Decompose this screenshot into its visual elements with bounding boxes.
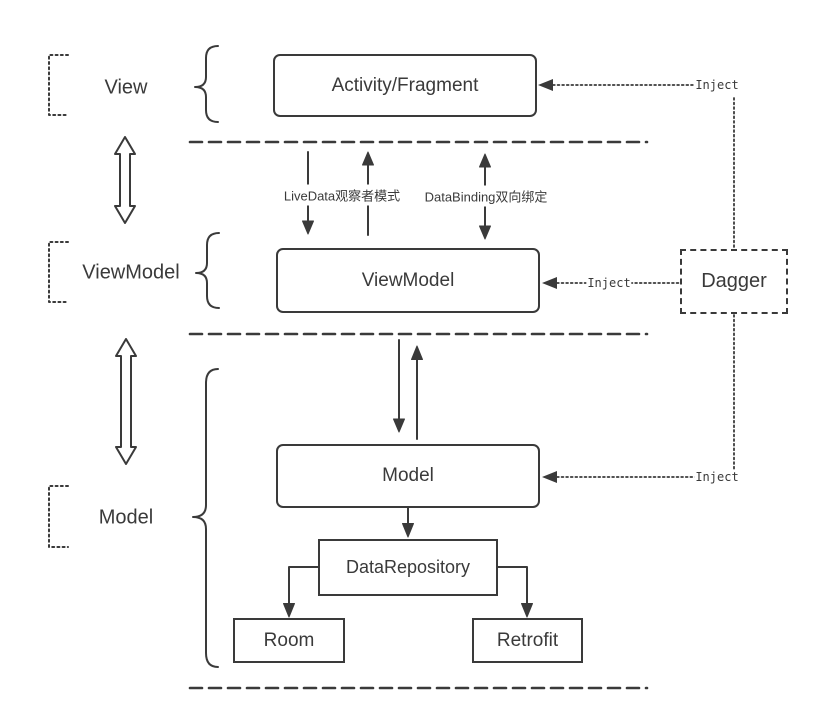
inject-line-dagger-to-activity [538,79,735,249]
sync-arrow-view-viewmodel-icon [114,136,136,224]
inject-line-dagger-to-model [542,314,735,483]
layer-bracket-viewmodel-icon [48,241,69,303]
inject-label-model: Inject [694,470,740,484]
box-retrofit: Retrofit [472,618,583,663]
layer-brace-model-icon [192,368,219,668]
arrow-model-to-viewmodel [411,345,423,440]
layer-brace-viewmodel-icon [195,232,220,309]
box-activity-fragment-label: Activity/Fragment [331,74,479,96]
box-room: Room [233,618,345,663]
box-viewmodel-label: ViewModel [361,269,455,291]
arrow-datarepository-to-retrofit [497,566,533,618]
box-retrofit-label: Retrofit [496,629,559,651]
layer-brace-view-icon [194,45,219,123]
layer-label-viewmodel: ViewModel [82,261,180,284]
arrow-model-to-datarepository [402,507,414,538]
layer-label-model: Model [98,506,154,529]
arrow-viewmodel-to-model [393,339,405,433]
box-model-label: Model [382,465,434,486]
box-model: Model [276,444,540,508]
sync-arrow-viewmodel-model-icon [115,338,137,465]
inject-label-viewmodel: Inject [586,276,632,290]
layer-label-view: View [104,76,148,99]
box-dagger-label: Dagger [701,270,767,292]
layer-bracket-view-icon [48,54,69,116]
arrow-datarepository-to-room [283,566,319,618]
edge-label-databinding: DataBinding双向绑定 [422,185,550,207]
arrow-databinding-bidirectional [479,153,491,240]
box-dagger: Dagger [680,249,788,314]
inject-label-activity: Inject [694,78,740,92]
box-room-label: Room [263,629,315,651]
box-viewmodel: ViewModel [276,248,540,313]
layer-bracket-model-icon [48,485,69,548]
edge-label-livedata: LiveData观察者模式 [281,184,403,206]
box-activity-fragment: Activity/Fragment [273,54,537,117]
box-data-repository-label: DataRepository [345,557,471,577]
box-data-repository: DataRepository [318,539,498,596]
